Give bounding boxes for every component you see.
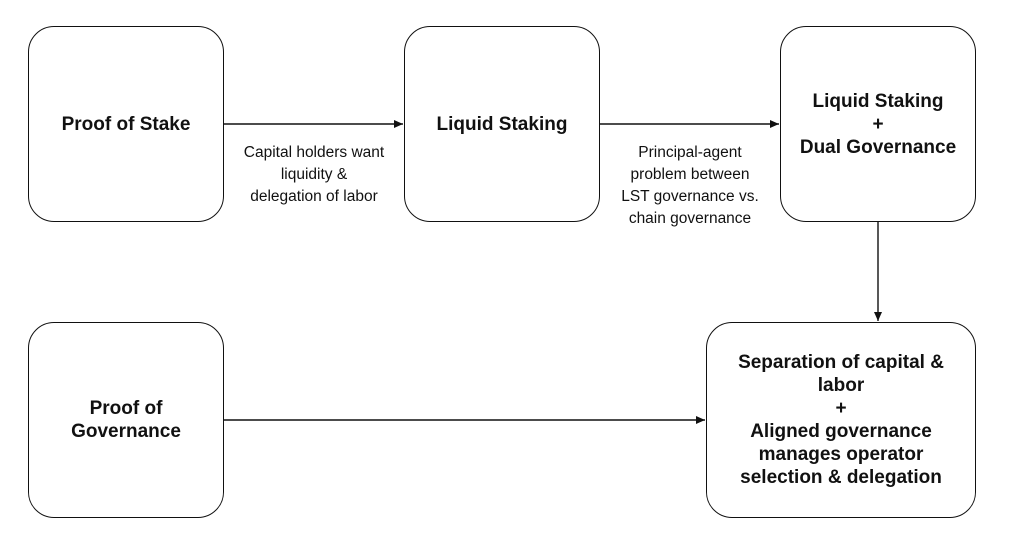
edge-label-pos-to-ls: Capital holders want liquidity & delegat… [226, 142, 402, 208]
node-liquid-staking-label: Liquid Staking [436, 113, 568, 135]
node-proof-of-governance: Proof of Governance [28, 322, 224, 518]
edge-label-1-line-2: liquidity & [280, 166, 348, 183]
node-lsdg-plus: + [872, 113, 884, 135]
node-liquid-staking-dual-governance: Liquid Staking + Dual Governance [780, 26, 976, 222]
node-pog-line-2: Governance [71, 421, 181, 442]
node-lsdg-line-2: Dual Governance [799, 136, 957, 158]
edge-label-2-line-4: chain governance [628, 210, 752, 227]
node-lsdg-line-1: Liquid Staking [812, 90, 944, 112]
node-liquid-staking: Liquid Staking [404, 26, 600, 222]
node-pog-line-1: Proof of [89, 398, 163, 419]
edge-label-ls-to-lsdg: Principal-agent problem between LST gove… [602, 142, 778, 230]
edge-label-1-line-1: Capital holders want [243, 144, 385, 161]
edge-label-2-line-1: Principal-agent [638, 144, 742, 161]
node-separation-aligned-governance: Separation of capital & labor + Aligned … [706, 322, 976, 518]
node-proof-of-stake: Proof of Stake [28, 26, 224, 222]
node-sep-line-5: selection & delegation [740, 467, 942, 488]
node-sep-line-4: manages operator [758, 444, 924, 465]
node-sep-plus: + [835, 398, 847, 419]
edge-label-1-line-3: delegation of labor [250, 188, 378, 205]
node-sep-line-1: Separation of capital & [738, 352, 944, 373]
edge-label-2-line-2: problem between [630, 166, 750, 183]
node-sep-line-3: Aligned governance [750, 421, 932, 442]
edge-label-2-line-3: LST governance vs. [621, 188, 759, 205]
node-proof-of-stake-label: Proof of Stake [61, 113, 191, 135]
node-sep-line-2: labor [817, 375, 865, 396]
